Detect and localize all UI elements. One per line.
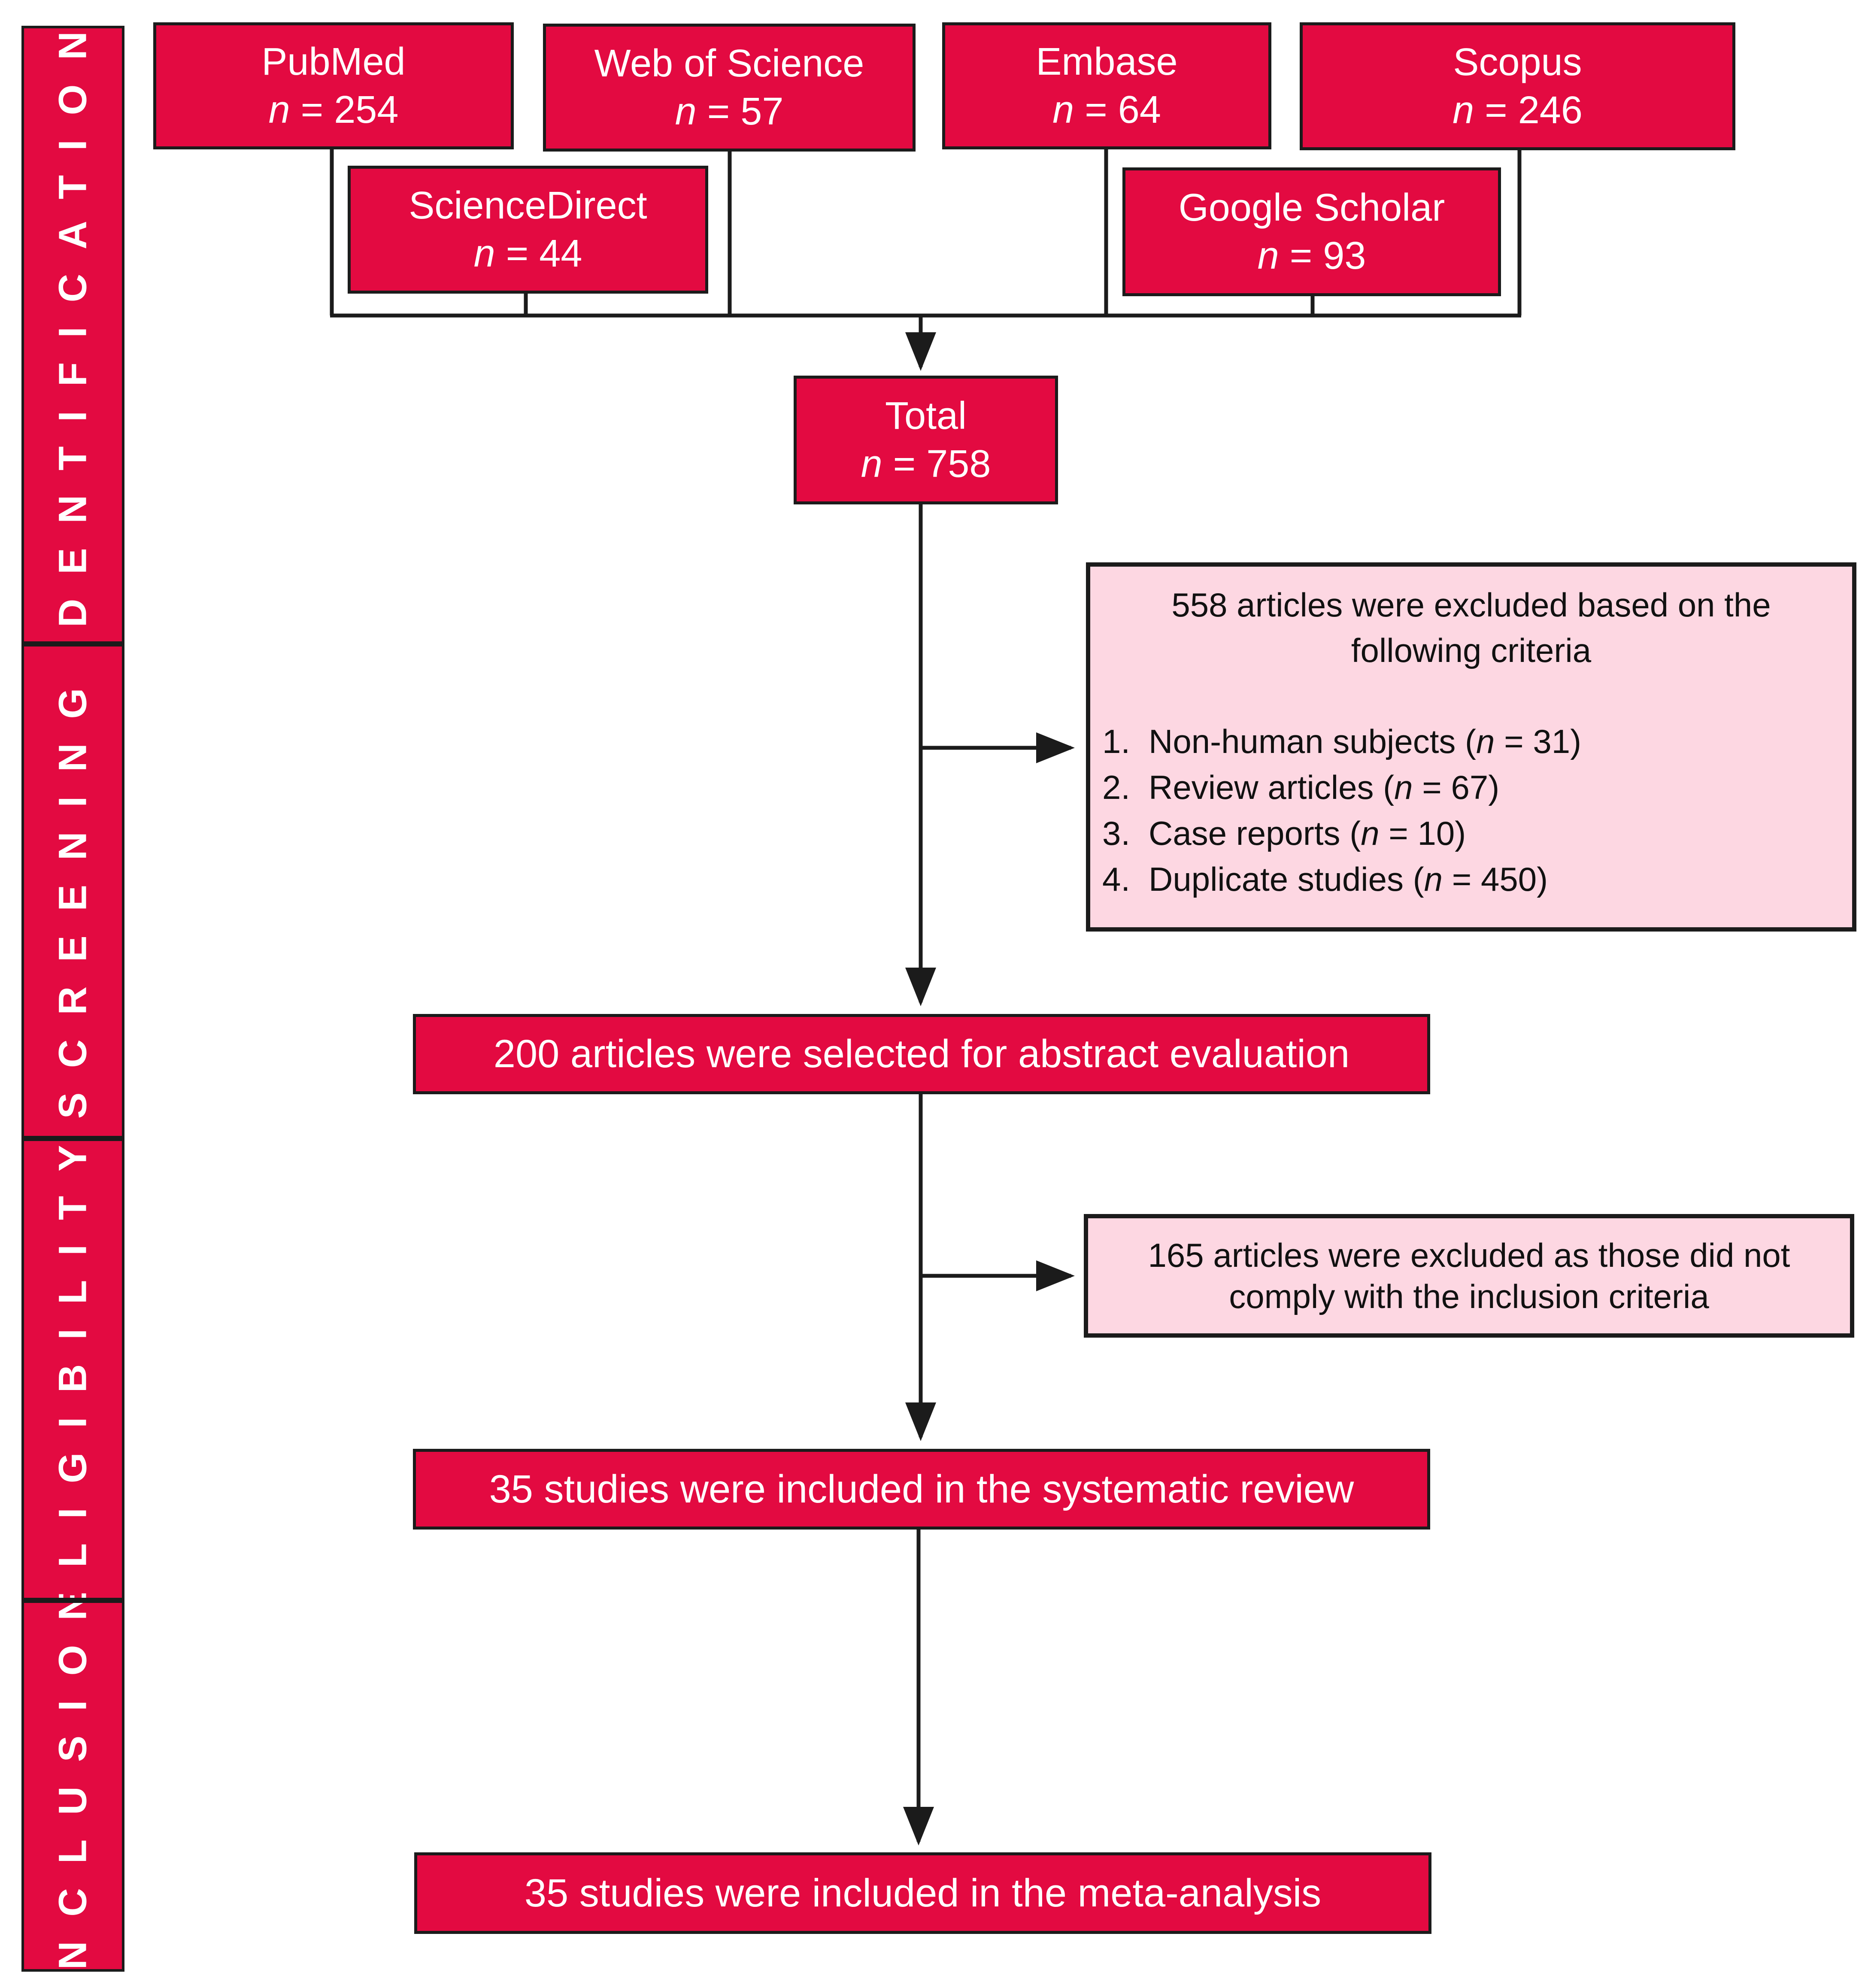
- source-name: Embase: [1036, 40, 1178, 83]
- criterion-item: 4.Duplicate studies (n = 450): [1102, 860, 1548, 898]
- exclusion-heading-line2: following criteria: [1351, 631, 1592, 669]
- source-count: 57: [740, 90, 784, 133]
- criterion-item: 3.Case reports (n = 10): [1102, 814, 1466, 852]
- source-name: Google Scholar: [1178, 186, 1445, 229]
- source-name: Scopus: [1453, 41, 1582, 84]
- exclusion-heading-line1: 558 articles were excluded based on the: [1171, 586, 1771, 624]
- total-count: 758: [926, 443, 991, 486]
- source-box-scopus: Scopus n = 246: [1300, 22, 1735, 150]
- criterion-count: 31: [1533, 722, 1571, 760]
- source-count: 93: [1323, 234, 1366, 277]
- exclusion-criteria-list: 1.Non-human subjects (n = 31) 2.Review a…: [1102, 719, 1581, 902]
- total-label: Total: [885, 395, 967, 437]
- phase-identification: IDENTIFICATION: [21, 26, 124, 644]
- source-box-web-of-science: Web of Science n = 57: [543, 24, 916, 152]
- source-name: PubMed: [261, 40, 406, 83]
- source-name: ScienceDirect: [409, 184, 647, 227]
- phase-screening: SCREENING: [21, 644, 124, 1138]
- source-count: 246: [1518, 89, 1583, 132]
- source-count: 254: [334, 88, 399, 131]
- criterion-count: 450: [1480, 860, 1537, 898]
- criterion-item: 2.Review articles (n = 67): [1102, 768, 1500, 806]
- source-box-pubmed: PubMed n = 254: [153, 22, 514, 149]
- source-box-embase: Embase n = 64: [942, 22, 1271, 149]
- exclusion-box-inclusion-criteria: 165 articles were excluded as those did …: [1084, 1214, 1854, 1338]
- criterion-item: 1.Non-human subjects (n = 31): [1102, 722, 1582, 760]
- meta-analysis-box: 35 studies were included in the meta-ana…: [414, 1852, 1431, 1934]
- phase-eligibility: ELIGIBILITY: [21, 1138, 124, 1600]
- criterion-count: 10: [1417, 814, 1455, 852]
- phase-inclusion: INCLUSION: [21, 1600, 124, 1972]
- abstract-evaluation-box: 200 articles were selected for abstract …: [413, 1014, 1430, 1094]
- total-box: Total n = 758: [794, 376, 1058, 504]
- criterion-count: 67: [1451, 768, 1489, 806]
- source-count: 64: [1118, 88, 1161, 131]
- systematic-review-box: 35 studies were included in the systemat…: [413, 1449, 1430, 1530]
- source-count: 44: [539, 232, 582, 275]
- source-name: Web of Science: [594, 42, 864, 85]
- source-box-sciencedirect: ScienceDirect n = 44: [348, 166, 708, 294]
- exclusion-box-criteria: 558 articles were excluded based on the …: [1086, 562, 1856, 932]
- source-box-google-scholar: Google Scholar n = 93: [1122, 167, 1501, 296]
